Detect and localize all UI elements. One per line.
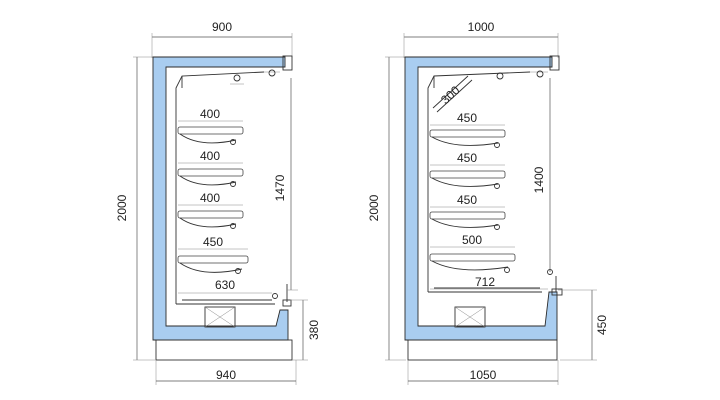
right-base-height-dimension: 450 (558, 289, 609, 361)
left-base-width-dimension: 940 (155, 360, 297, 385)
right-height-dimension: 2000 (367, 56, 406, 361)
right-shelf-4: 500 (429, 233, 516, 273)
left-bottom-depth: 630 (178, 278, 278, 299)
right-inner-height-dimension: 1400 (532, 78, 551, 272)
right-shelf-1-label: 450 (457, 111, 477, 125)
right-height-label: 2000 (367, 194, 381, 221)
right-shelf-2: 450 (429, 151, 506, 189)
right-interior-walls (427, 71, 548, 293)
right-bottom-depth: 712 (430, 269, 553, 290)
right-bottom-depth-label: 712 (475, 275, 495, 289)
right-lower-panel (454, 306, 486, 328)
left-front-rail (282, 284, 292, 307)
right-shelf-4-label: 500 (462, 233, 482, 247)
left-base-height-dimension: 380 (290, 299, 321, 361)
left-top-lights (230, 69, 276, 85)
right-base-width-label: 1050 (470, 368, 497, 382)
left-shelf-3-label: 400 (200, 191, 220, 205)
left-shelf-3: 400 (177, 191, 244, 229)
right-base-height-label: 450 (595, 315, 609, 335)
left-interior-walls (175, 71, 280, 305)
right-top-lights (496, 70, 544, 80)
right-shelf-1: 450 (429, 111, 506, 148)
left-top-width-dimension: 900 (151, 20, 293, 58)
left-unit: 900 2000 (115, 20, 321, 385)
right-front-rail (551, 276, 563, 296)
right-shelf-2-label: 450 (457, 151, 477, 165)
left-inner-height-dimension: 1470 (273, 78, 298, 291)
right-top-shelf: 300 (432, 75, 473, 113)
right-base-width-dimension: 1050 (407, 360, 559, 385)
left-shelf-2: 400 (177, 149, 244, 187)
left-top-width-label: 900 (212, 20, 232, 34)
right-top-shelf-label: 300 (438, 83, 462, 107)
left-bottom-depth-label: 630 (215, 278, 235, 292)
left-height-label: 2000 (115, 194, 129, 221)
left-inner-height-label: 1470 (273, 174, 287, 201)
left-shelf-2-label: 400 (200, 149, 220, 163)
right-top-width-label: 1000 (468, 20, 495, 34)
left-canopy-lip (282, 55, 293, 71)
left-shelf-4: 450 (177, 235, 249, 274)
left-base-width-label: 940 (216, 368, 236, 382)
right-shelf-3: 450 (429, 193, 506, 230)
right-unit: 1000 2000 300 (367, 20, 609, 385)
left-shelf-4-label: 450 (203, 235, 223, 249)
left-height-dimension: 2000 (115, 56, 155, 361)
right-top-width-dimension: 1000 (403, 20, 559, 58)
left-base-plinth (155, 339, 293, 361)
left-shelf-1-label: 400 (200, 107, 220, 121)
right-shelf-3-label: 450 (457, 193, 477, 207)
left-shelf-1: 400 (177, 107, 244, 145)
left-base-height-label: 380 (307, 320, 321, 340)
right-inner-height-label: 1400 (532, 166, 546, 193)
left-lower-panel (204, 306, 236, 328)
left-cabinet-insulation (152, 56, 289, 341)
right-canopy-lip (549, 55, 560, 71)
right-base-plinth (407, 339, 558, 361)
